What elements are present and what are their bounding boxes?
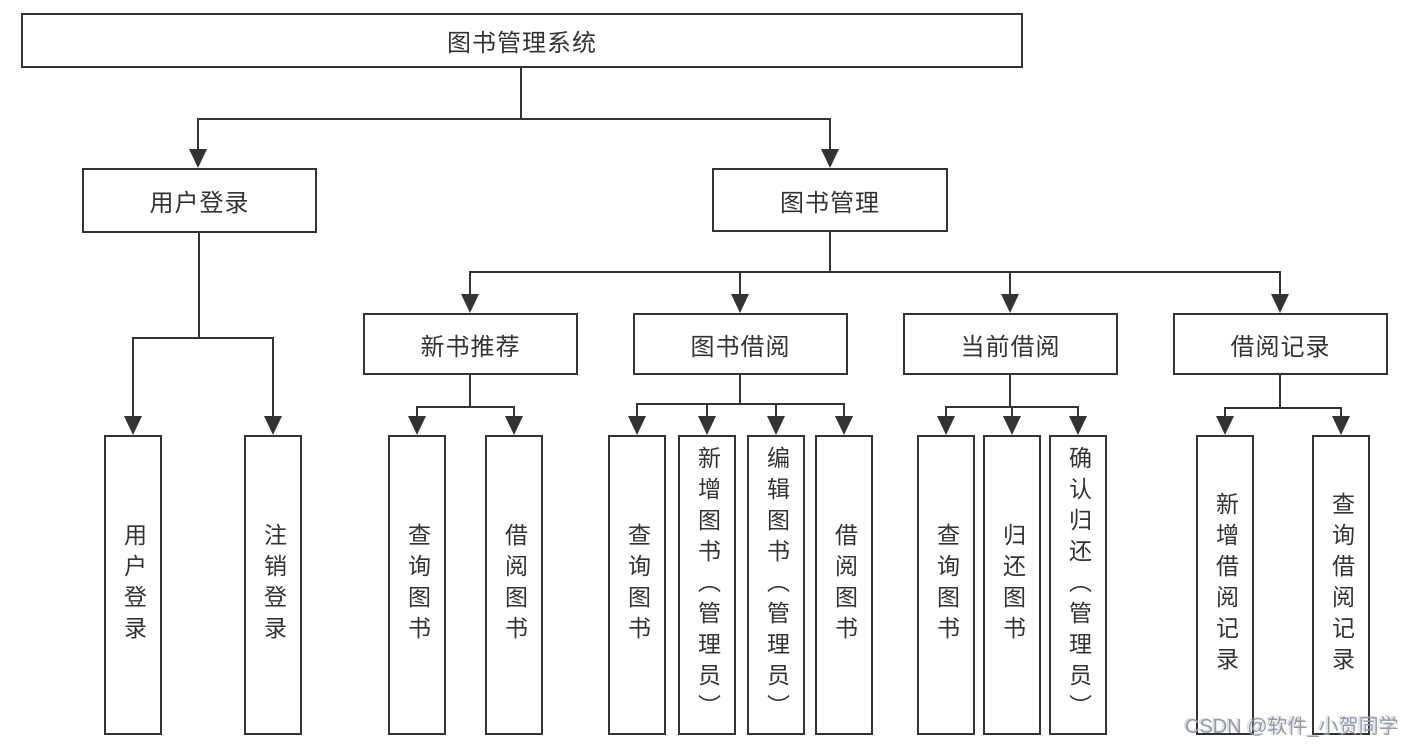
connector-g3-drop-3	[775, 403, 777, 418]
connector-book-mgmt-drop	[829, 118, 831, 151]
connector-g4-drop-3	[1077, 406, 1079, 418]
arrow-g5-2	[1332, 416, 1350, 435]
node-book-management: 图书管理	[712, 168, 948, 232]
connector-level1-bar	[197, 118, 831, 120]
leaf-query-book-2: 查询图书	[608, 435, 666, 735]
connector-new-rec-stem	[469, 375, 471, 408]
connector-book-borrow-bar	[636, 403, 845, 405]
leaf-add-book-admin: 新增图书（管理员）	[678, 435, 736, 735]
arrow-g3-2	[698, 416, 716, 435]
leaf-user-login-label: 用户登录	[120, 523, 147, 647]
connector-g2-drop-1	[416, 406, 418, 418]
arrow-g5-1	[1216, 416, 1234, 435]
arrow-new-rec	[461, 294, 479, 313]
arrow-current-borrow	[1001, 294, 1019, 313]
arrow-g4-2	[1003, 416, 1021, 435]
node-user-login-label: 用户登录	[149, 190, 250, 217]
connector-borrow-record-stem	[1279, 375, 1281, 409]
connector-g3-drop-2	[706, 403, 708, 418]
leaf-logout: 注销登录	[244, 435, 302, 735]
leaf-edit-book-admin-label: 编辑图书（管理员）	[763, 445, 790, 725]
connector-current-borrow-stem	[1009, 375, 1011, 408]
node-new-book-recommend: 新书推荐	[363, 313, 578, 375]
connector-user-login-bar	[132, 337, 274, 339]
connector-leaf-logout-drop	[272, 337, 274, 418]
leaf-return-book: 归还图书	[983, 435, 1041, 735]
leaf-query-book-3-label: 查询图书	[933, 523, 960, 647]
leaf-add-borrow-record-label: 新增借阅记录	[1212, 492, 1239, 678]
arrow-user-login	[189, 149, 207, 168]
connector-leaf-login-drop	[132, 337, 134, 418]
arrow-g3-1	[628, 416, 646, 435]
arrow-g2-2	[505, 416, 523, 435]
connector-borrow-record-drop	[1279, 271, 1281, 296]
arrow-book-mgmt	[821, 149, 839, 168]
csdn-watermark: CSDN @软件_小贺同学	[1185, 716, 1399, 738]
connector-g3-drop-4	[843, 403, 845, 418]
leaf-user-login: 用户登录	[104, 435, 162, 735]
arrow-g4-3	[1069, 416, 1087, 435]
node-book-management-label: 图书管理	[780, 189, 880, 217]
leaf-query-book-1: 查询图书	[388, 435, 446, 735]
leaf-borrow-book-1: 借阅图书	[485, 435, 543, 735]
connector-user-login-drop	[197, 118, 199, 151]
arrow-g4-1	[937, 416, 955, 435]
connector-g4-drop-1	[945, 406, 947, 418]
arrow-g2-1	[408, 416, 426, 435]
leaf-borrow-book-2-label: 借阅图书	[831, 523, 858, 647]
leaf-return-book-label: 归还图书	[999, 523, 1026, 647]
connector-new-rec-drop	[469, 271, 471, 296]
leaf-borrow-book-2: 借阅图书	[815, 435, 873, 735]
connector-g3-drop-1	[636, 403, 638, 418]
connector-borrow-record-bar	[1224, 407, 1342, 409]
connector-root-stem	[520, 68, 522, 120]
connector-level2-bar	[469, 271, 1281, 273]
node-borrow-record: 借阅记录	[1173, 313, 1388, 375]
node-user-login: 用户登录	[82, 168, 317, 233]
leaf-query-borrow-record: 查询借阅记录	[1312, 435, 1370, 735]
node-root: 图书管理系统	[21, 13, 1023, 68]
node-book-borrow-label: 图书借阅	[690, 333, 791, 361]
leaf-query-book-2-label: 查询图书	[624, 523, 651, 647]
node-book-borrow: 图书借阅	[633, 313, 848, 375]
leaf-logout-label: 注销登录	[260, 523, 287, 647]
connector-user-login-stem	[198, 233, 200, 339]
node-current-borrow: 当前借阅	[903, 313, 1118, 375]
connector-new-rec-bar	[416, 406, 515, 408]
connector-g4-drop-2	[1011, 406, 1013, 418]
arrow-g3-4	[835, 416, 853, 435]
node-new-book-recommend-label: 新书推荐	[420, 333, 521, 361]
connector-g2-drop-2	[513, 406, 515, 418]
connector-g5-drop-2	[1340, 407, 1342, 418]
leaf-query-borrow-record-label: 查询借阅记录	[1328, 492, 1355, 678]
arrow-book-borrow	[731, 294, 749, 313]
leaf-borrow-book-1-label: 借阅图书	[501, 523, 528, 647]
connector-book-mgmt-stem	[829, 232, 831, 273]
connector-book-borrow-stem	[739, 375, 741, 405]
leaf-add-borrow-record: 新增借阅记录	[1196, 435, 1254, 735]
leaf-edit-book-admin: 编辑图书（管理员）	[747, 435, 805, 735]
arrow-leaf-login	[124, 416, 142, 435]
leaf-confirm-return-admin-label: 确认归还（管理员）	[1065, 445, 1092, 725]
leaf-query-book-1-label: 查询图书	[404, 523, 431, 647]
leaf-query-book-3: 查询图书	[917, 435, 975, 735]
connector-g5-drop-1	[1224, 407, 1226, 418]
arrow-g3-3	[767, 416, 785, 435]
node-current-borrow-label: 当前借阅	[960, 333, 1061, 361]
connector-book-borrow-drop	[739, 271, 741, 296]
arrow-borrow-record	[1271, 294, 1289, 313]
node-root-label: 图书管理系统	[447, 30, 597, 57]
leaf-add-book-admin-label: 新增图书（管理员）	[694, 445, 721, 725]
connector-current-borrow-drop	[1009, 271, 1011, 296]
leaf-confirm-return-admin: 确认归还（管理员）	[1049, 435, 1107, 735]
node-borrow-record-label: 借阅记录	[1230, 333, 1331, 361]
arrow-leaf-logout	[264, 416, 282, 435]
